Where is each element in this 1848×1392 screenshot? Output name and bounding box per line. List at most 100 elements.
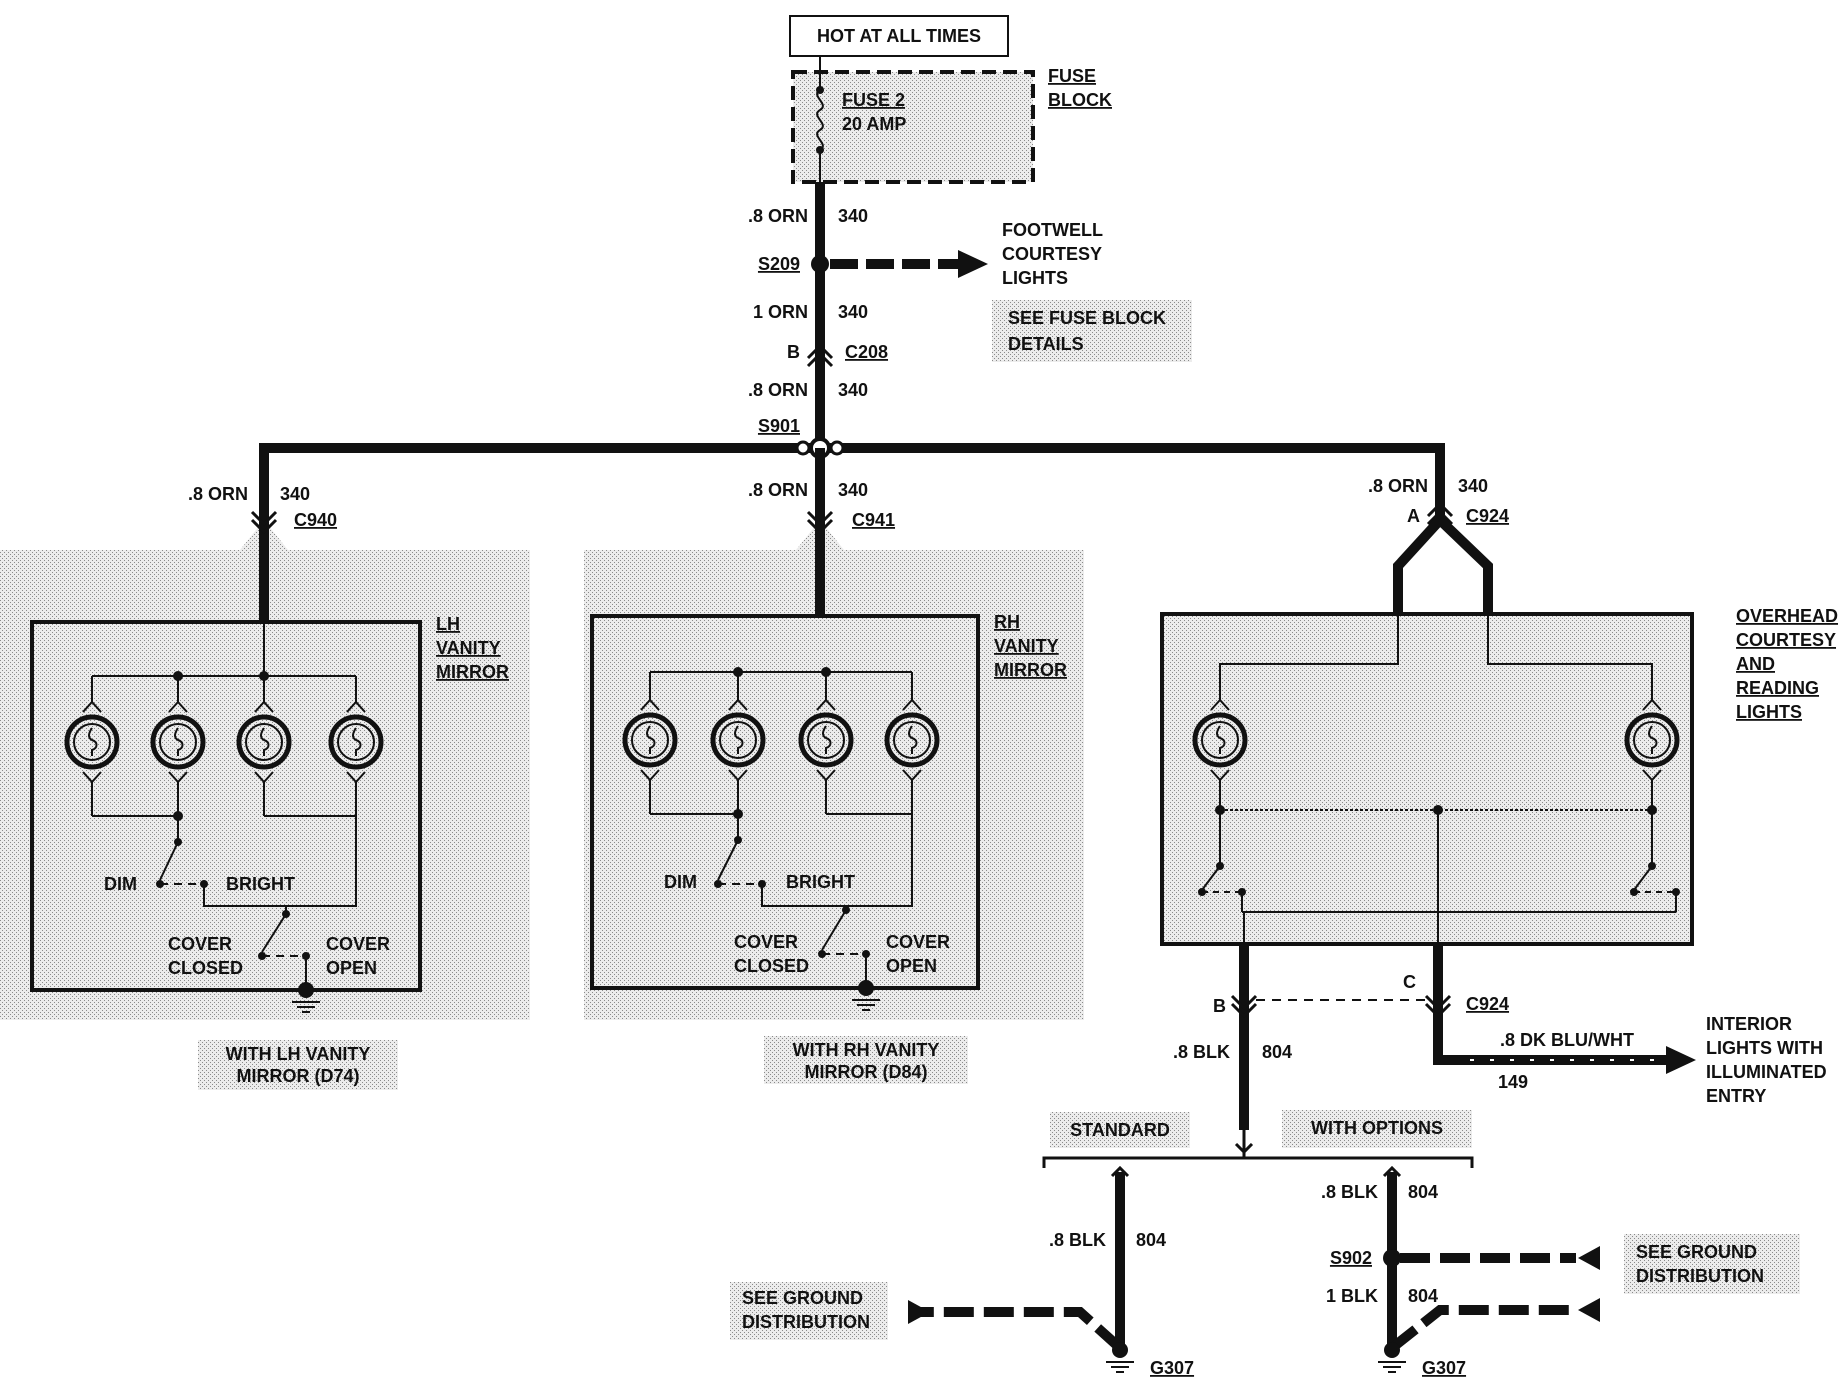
fuse-block bbox=[791, 70, 1035, 184]
splice-s902-label: S902 bbox=[1330, 1248, 1372, 1268]
bus-wire bbox=[259, 443, 1445, 520]
ground-g307-left-label: G307 bbox=[1150, 1358, 1194, 1378]
lh-cover-closed-1: COVER bbox=[168, 934, 232, 954]
interior-label-4: ENTRY bbox=[1706, 1086, 1766, 1106]
interior-lights-arrow bbox=[1666, 1046, 1696, 1074]
feed-low-circuit: 340 bbox=[838, 380, 868, 400]
footwell-label-1: FOOTWELL bbox=[1002, 220, 1103, 240]
feed-low-gauge: .8 ORN bbox=[748, 380, 808, 400]
rh-bright-label: BRIGHT bbox=[786, 872, 855, 892]
lh-wire-gauge: .8 ORN bbox=[188, 484, 248, 504]
lh-dim-label: DIM bbox=[104, 874, 137, 894]
connector-c924-pin-b: B bbox=[1213, 996, 1226, 1016]
options-ground-circuit: 804 bbox=[1408, 1182, 1438, 1202]
lh-circuit bbox=[91, 622, 357, 990]
connector-c940-label: C940 bbox=[294, 510, 337, 530]
overhead-label-5: LIGHTS bbox=[1736, 702, 1802, 722]
overhead-lights-box bbox=[1160, 612, 1694, 946]
fuse-name: FUSE 2 bbox=[842, 90, 905, 110]
interior-label-2: LIGHTS WITH bbox=[1706, 1038, 1823, 1058]
rh-mirror-label-2: VANITY bbox=[994, 636, 1059, 656]
with-options-note bbox=[1282, 1110, 1472, 1148]
fuse-rating: 20 AMP bbox=[842, 114, 906, 134]
rh-wire-gauge: .8 ORN bbox=[748, 480, 808, 500]
see-ground-left-note bbox=[730, 1282, 888, 1340]
connector-c941-label: C941 bbox=[852, 510, 895, 530]
lh-cover-closed-2: CLOSED bbox=[168, 958, 243, 978]
lh-mirror-label-1: LH bbox=[436, 614, 460, 634]
rh-mirror-label-3: MIRROR bbox=[994, 660, 1067, 680]
see-ground-right-note bbox=[1624, 1234, 1800, 1294]
overhead-label-3: AND bbox=[1736, 654, 1775, 674]
s902-arrow bbox=[1578, 1246, 1600, 1270]
overhead-blk-gauge: .8 BLK bbox=[1173, 1042, 1230, 1062]
overhead-label-4: READING bbox=[1736, 678, 1819, 698]
lh-wire-circuit: 340 bbox=[280, 484, 310, 504]
fuse-details-note bbox=[992, 300, 1192, 362]
connector-c208-label: C208 bbox=[845, 342, 888, 362]
left-ground-arrow bbox=[908, 1300, 930, 1324]
options-low-circuit: 804 bbox=[1408, 1286, 1438, 1306]
rh-dim-label: DIM bbox=[664, 872, 697, 892]
connector-c924-top bbox=[1426, 501, 1454, 526]
see-ground-left-1: SEE GROUND bbox=[742, 1288, 863, 1308]
rh-option-label-1: WITH RH VANITY bbox=[793, 1040, 940, 1060]
standard-label: STANDARD bbox=[1070, 1120, 1170, 1140]
lh-cover-open-2: OPEN bbox=[326, 958, 377, 978]
standard-ground-circuit: 804 bbox=[1136, 1230, 1166, 1250]
connector-c924-bottom bbox=[1230, 994, 1452, 1019]
lh-option-label-2: MIRROR (D74) bbox=[236, 1066, 359, 1086]
overhead-wire-gauge: .8 ORN bbox=[1368, 476, 1428, 496]
left-ground-branch bbox=[920, 1307, 1124, 1352]
fuse-block-label: FUSE bbox=[1048, 66, 1096, 86]
overhead-wire-circuit: 340 bbox=[1458, 476, 1488, 496]
splice-s902 bbox=[1383, 1249, 1401, 1267]
overhead-label-1: OVERHEAD bbox=[1736, 606, 1838, 626]
feed-mid-gauge: 1 ORN bbox=[753, 302, 808, 322]
splice-s209-label: S209 bbox=[758, 254, 800, 274]
connector-c924-top-label: C924 bbox=[1466, 506, 1509, 526]
rh-cover-open-2: OPEN bbox=[886, 956, 937, 976]
rh-option-label-2: MIRROR (D84) bbox=[804, 1062, 927, 1082]
lh-option-note bbox=[198, 1040, 398, 1090]
standard-note bbox=[1050, 1112, 1190, 1148]
splice-s901-label: S901 bbox=[758, 416, 800, 436]
rh-mirror-label-1: RH bbox=[994, 612, 1020, 632]
connector-c941 bbox=[806, 510, 834, 535]
splice-s209 bbox=[811, 255, 829, 273]
ground-split-bracket bbox=[1042, 1156, 1474, 1168]
rh-shade bbox=[584, 550, 1084, 1020]
feed-top-gauge: .8 ORN bbox=[748, 206, 808, 226]
rh-cover-open-1: COVER bbox=[886, 932, 950, 952]
connector-c924-bottom-label: C924 bbox=[1466, 994, 1509, 1014]
lh-cover-open-1: COVER bbox=[326, 934, 390, 954]
fuse-symbol bbox=[816, 72, 824, 182]
interior-label-1: INTERIOR bbox=[1706, 1014, 1792, 1034]
fuse-block-label-2: BLOCK bbox=[1048, 90, 1112, 110]
ground-g307-left-icon bbox=[1105, 1341, 1135, 1373]
rh-vanity-mirror-box bbox=[590, 614, 980, 990]
connector-c924-pin-a: A bbox=[1407, 506, 1420, 526]
hot-at-all-times-label: HOT AT ALL TIMES bbox=[817, 26, 981, 46]
ground-g307-right-label: G307 bbox=[1422, 1358, 1466, 1378]
overhead-blu-circuit: 149 bbox=[1498, 1072, 1528, 1092]
see-ground-right-2: DISTRIBUTION bbox=[1636, 1266, 1764, 1286]
rh-cover-closed-2: CLOSED bbox=[734, 956, 809, 976]
footwell-label-3: LIGHTS bbox=[1002, 268, 1068, 288]
overhead-blu-gauge: .8 DK BLU/WHT bbox=[1500, 1030, 1634, 1050]
footwell-label-2: COURTESY bbox=[1002, 244, 1102, 264]
lh-mirror-label-3: MIRROR bbox=[436, 662, 509, 682]
fuse-details-label-1: SEE FUSE BLOCK bbox=[1008, 308, 1166, 328]
with-options-label: WITH OPTIONS bbox=[1311, 1118, 1443, 1138]
connector-c208-pin: B bbox=[787, 342, 800, 362]
fuse-details-label-2: DETAILS bbox=[1008, 334, 1084, 354]
overhead-label-2: COURTESY bbox=[1736, 630, 1836, 650]
options-low-gauge: 1 BLK bbox=[1326, 1286, 1378, 1306]
rh-option-note bbox=[764, 1036, 968, 1084]
lh-option-label-1: WITH LH VANITY bbox=[226, 1044, 371, 1064]
connector-c924-pin-c: C bbox=[1403, 972, 1416, 992]
lh-bright-label: BRIGHT bbox=[226, 874, 295, 894]
standard-ground-gauge: .8 BLK bbox=[1049, 1230, 1106, 1250]
overhead-blk-circuit: 804 bbox=[1262, 1042, 1292, 1062]
